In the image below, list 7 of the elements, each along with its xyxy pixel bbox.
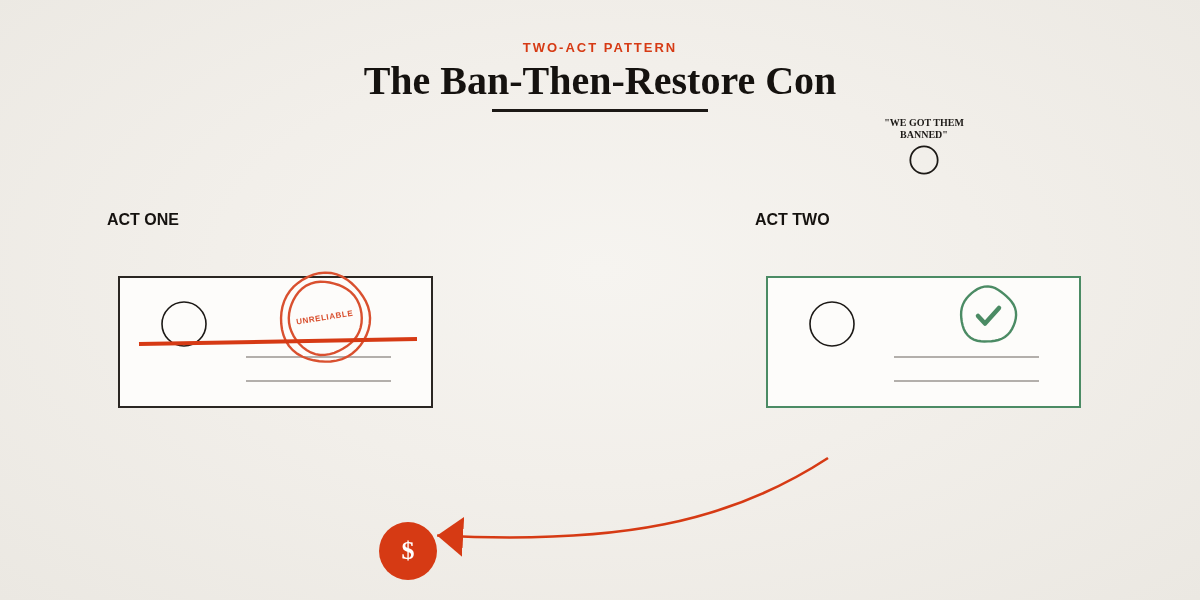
title: The Ban-Then-Restore Con xyxy=(363,61,837,101)
quote-text: "WE GOT THEM BANNED" xyxy=(883,117,965,141)
kicker-text: TWO-ACT PATTERN xyxy=(522,40,678,56)
act-heading: ACT TWO xyxy=(755,210,830,230)
act-heading: ACT ONE xyxy=(107,210,179,230)
dollar-coin: $ xyxy=(379,522,437,580)
arrow xyxy=(437,456,829,557)
